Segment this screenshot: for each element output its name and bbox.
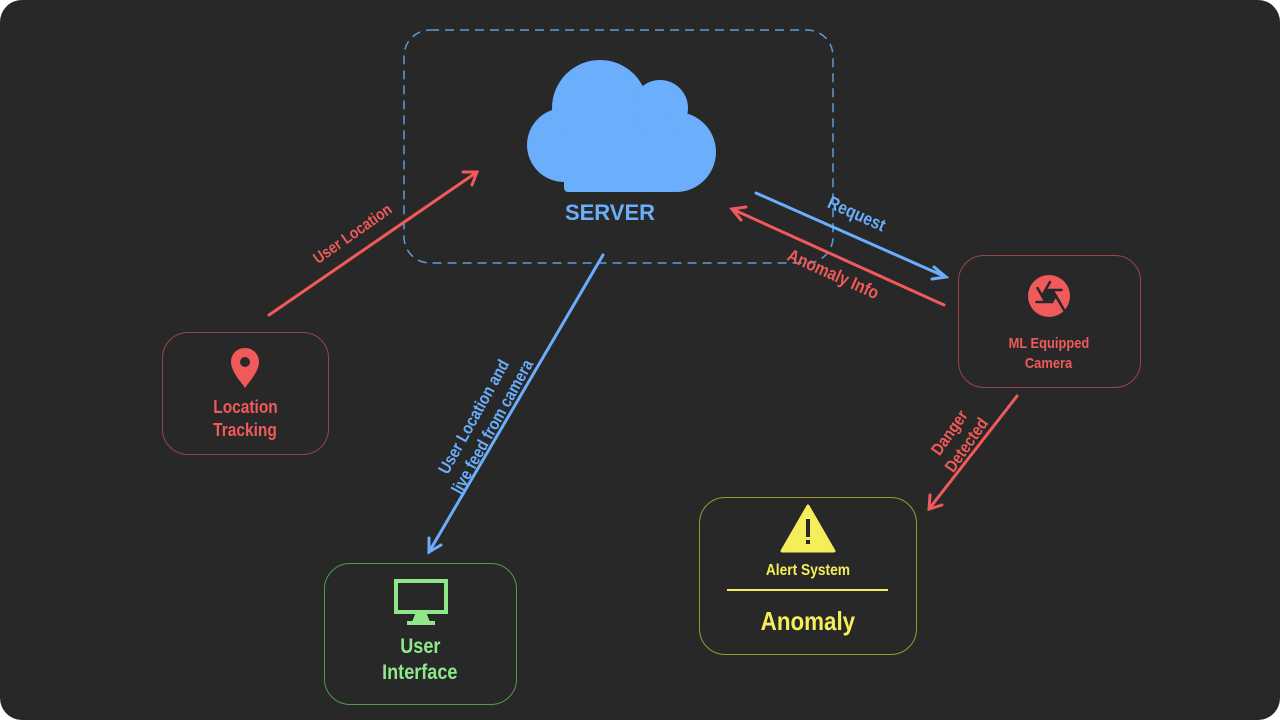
camera-line1: ML Equipped [1008,335,1090,352]
arrow-live-feed [427,253,605,555]
user-interface-line2: Interface [382,661,458,684]
map-pin-icon [231,348,259,388]
arrow-anomaly-info [729,205,946,307]
location-tracking-label: Location Tracking [180,396,310,442]
arrow-user-location [267,170,480,317]
user-interface-node [324,563,517,705]
user-interface-line1: User [399,635,441,658]
alert-status-anomaly: Anomaly [760,606,856,636]
cloud-icon [527,60,716,192]
location-tracking-line2: Tracking [213,420,277,440]
camera-line2: Camera [1025,355,1073,372]
location-tracking-line1: Location [212,397,278,417]
location-tracking-node [162,332,329,455]
server-boundary [403,29,834,264]
monitor-icon [394,579,448,625]
user-interface-label: User Interface [340,634,500,686]
arrow-request [754,191,950,281]
camera-label: ML Equipped Camera [975,334,1123,374]
arrow-danger-detected [927,394,1019,512]
server-label: SERVER [564,200,656,225]
alert-system-title: Alert System [765,562,851,579]
alert-system-node [699,497,917,655]
warning-triangle-icon [780,504,836,553]
camera-node [958,255,1141,388]
camera-shutter-icon [1028,275,1070,317]
